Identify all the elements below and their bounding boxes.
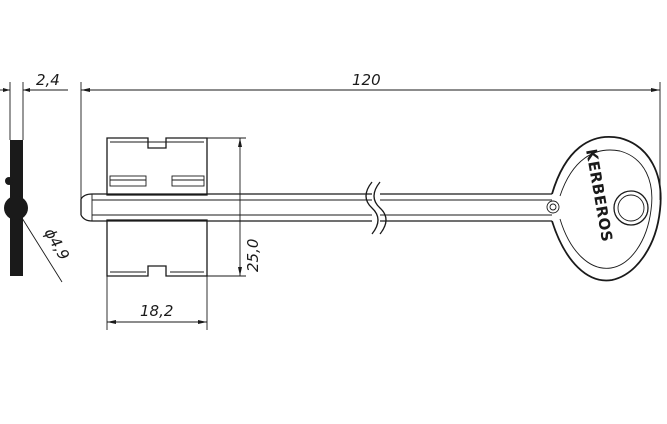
key-bow: KERBEROS xyxy=(551,136,662,282)
upper-bit xyxy=(106,137,208,196)
bit-height-label: 25,0 xyxy=(244,239,262,272)
side-profile-small-stud xyxy=(5,177,13,185)
shank-break-marks xyxy=(365,181,387,235)
thickness-label: 2,4 xyxy=(36,71,60,89)
side-profile-view xyxy=(4,140,28,276)
bit-width-dimension: 18,2 xyxy=(106,276,208,330)
lower-bit xyxy=(106,219,208,277)
brand-text: KERBEROS xyxy=(582,148,616,244)
bow-hole xyxy=(613,190,649,226)
shank-right xyxy=(380,193,560,222)
thickness-dimension: 2,4 xyxy=(0,71,68,140)
bit-height-dimension: 25,0 xyxy=(207,137,262,277)
length-dimension: 120 xyxy=(80,71,661,200)
shank-left xyxy=(80,193,372,222)
length-label: 120 xyxy=(352,71,381,89)
bit-width-label: 18,2 xyxy=(140,302,173,320)
side-profile-shank-circle xyxy=(4,196,28,220)
diameter-dimension: ϕ4,9 xyxy=(21,217,73,283)
diameter-label: ϕ4,9 xyxy=(41,225,73,263)
